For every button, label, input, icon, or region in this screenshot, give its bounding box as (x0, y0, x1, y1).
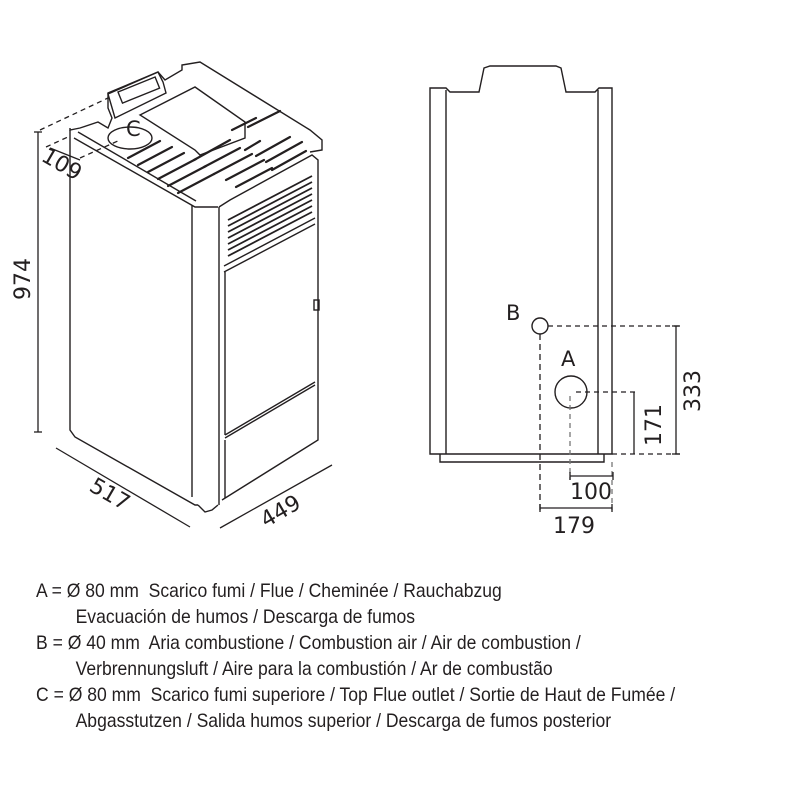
dim-100: 100 (570, 480, 612, 505)
legend-line1: Scarico fumi superiore / Top Flue outlet… (150, 684, 676, 706)
legend-item-b: B = Ø 40 mm Aria combustione / Combustio… (36, 630, 720, 656)
dim-height-974: 974 (11, 258, 36, 300)
legend-line2: Verbrennungsluft / Aire para la combusti… (75, 658, 553, 680)
dim-333: 333 (681, 370, 706, 412)
dim-depth-449: 449 (257, 491, 306, 534)
label-b: B (506, 301, 520, 325)
legend-line1: Scarico fumi / Flue / Cheminée / Rauchab… (148, 580, 502, 602)
dim-width-517: 517 (85, 474, 134, 517)
legend-key: C (36, 684, 49, 706)
legend-line2: Evacuación de humos / Descarga de fumos (75, 606, 416, 628)
rear-dimensions (539, 325, 680, 512)
legend-key: B (36, 632, 48, 654)
dim-offset-109: 109 (37, 144, 86, 187)
legend: A = Ø 80 mm Scarico fumi / Flue / Chemin… (36, 578, 720, 734)
rear-view (429, 65, 613, 463)
legend-diameter: Ø 80 mm (68, 684, 141, 706)
label-a: A (561, 347, 576, 371)
legend-eq: = (51, 580, 62, 602)
legend-eq: = (52, 632, 63, 654)
legend-item-c: C = Ø 80 mm Scarico fumi superiore / Top… (36, 682, 720, 708)
perspective-dimensions (34, 97, 333, 529)
legend-item-a: A = Ø 80 mm Scarico fumi / Flue / Chemin… (36, 578, 720, 604)
legend-line1: Aria combustione / Combustion air / Air … (148, 632, 581, 654)
perspective-view (69, 61, 323, 513)
legend-eq: = (53, 684, 64, 706)
dim-171: 171 (642, 404, 667, 446)
technical-drawing: 974 109 517 449 C B A 333 171 100 179 (11, 61, 706, 539)
legend-diameter: Ø 80 mm (66, 580, 139, 602)
label-c: C (126, 117, 141, 141)
dim-179: 179 (553, 514, 595, 539)
legend-key: A (36, 580, 47, 602)
legend-line2: Abgasstutzen / Salida humos superior / D… (75, 710, 612, 732)
legend-diameter: Ø 40 mm (67, 632, 140, 654)
